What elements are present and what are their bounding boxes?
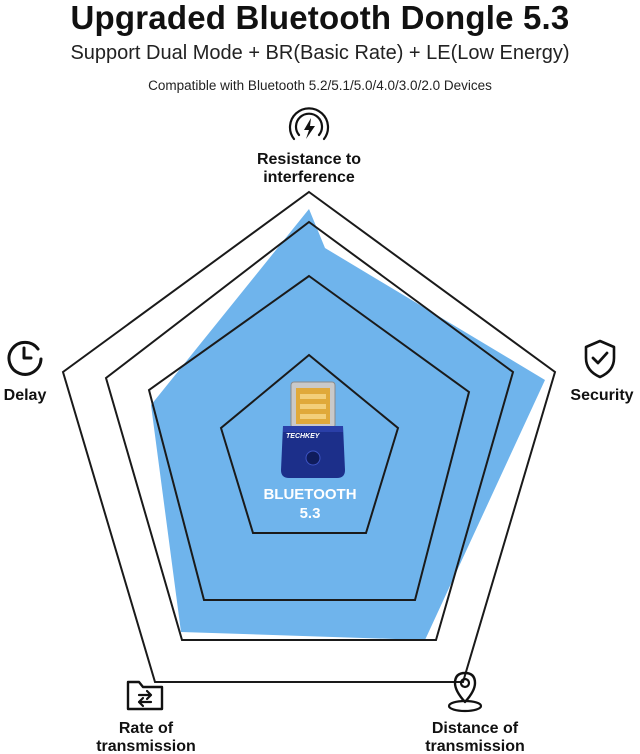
compatibility-note: Compatible with Bluetooth 5.2/5.1/5.0/4.…	[148, 78, 492, 93]
grid-ring-outer	[61, 190, 557, 683]
axis-label-interference: Resistance to interference	[256, 151, 362, 186]
grid-ring-3	[104, 220, 515, 641]
bluetooth-dongle-image: TECHKEY	[281, 381, 345, 478]
grid-ring-2	[147, 274, 471, 601]
radar-grid	[61, 190, 557, 683]
axis-label-security: Security	[570, 387, 634, 404]
page-title: Upgraded Bluetooth Dongle 5.3	[70, 0, 570, 36]
version-label: 5.3	[299, 505, 321, 522]
axis-label-delay: Delay	[3, 387, 47, 404]
performance-area	[151, 209, 545, 640]
axis-label-rate: Rate of transmission	[96, 720, 196, 754]
signal-interference-icon	[288, 107, 330, 141]
axis-label-distance: Distance of transmission	[425, 720, 525, 754]
grid-ring-inner	[219, 353, 400, 534]
shield-check-icon	[584, 339, 616, 379]
bluetooth-version-label: BLUETOOTH 5.3	[240, 485, 380, 523]
page-subtitle: Support Dual Mode + BR(Basic Rate) + LE(…	[70, 42, 570, 64]
file-transfer-icon	[126, 680, 164, 711]
bluetooth-label: BLUETOOTH	[263, 486, 357, 503]
dongle-brand: TECHKEY	[286, 433, 321, 440]
location-pin-icon	[447, 671, 483, 713]
clock-icon	[7, 340, 43, 376]
